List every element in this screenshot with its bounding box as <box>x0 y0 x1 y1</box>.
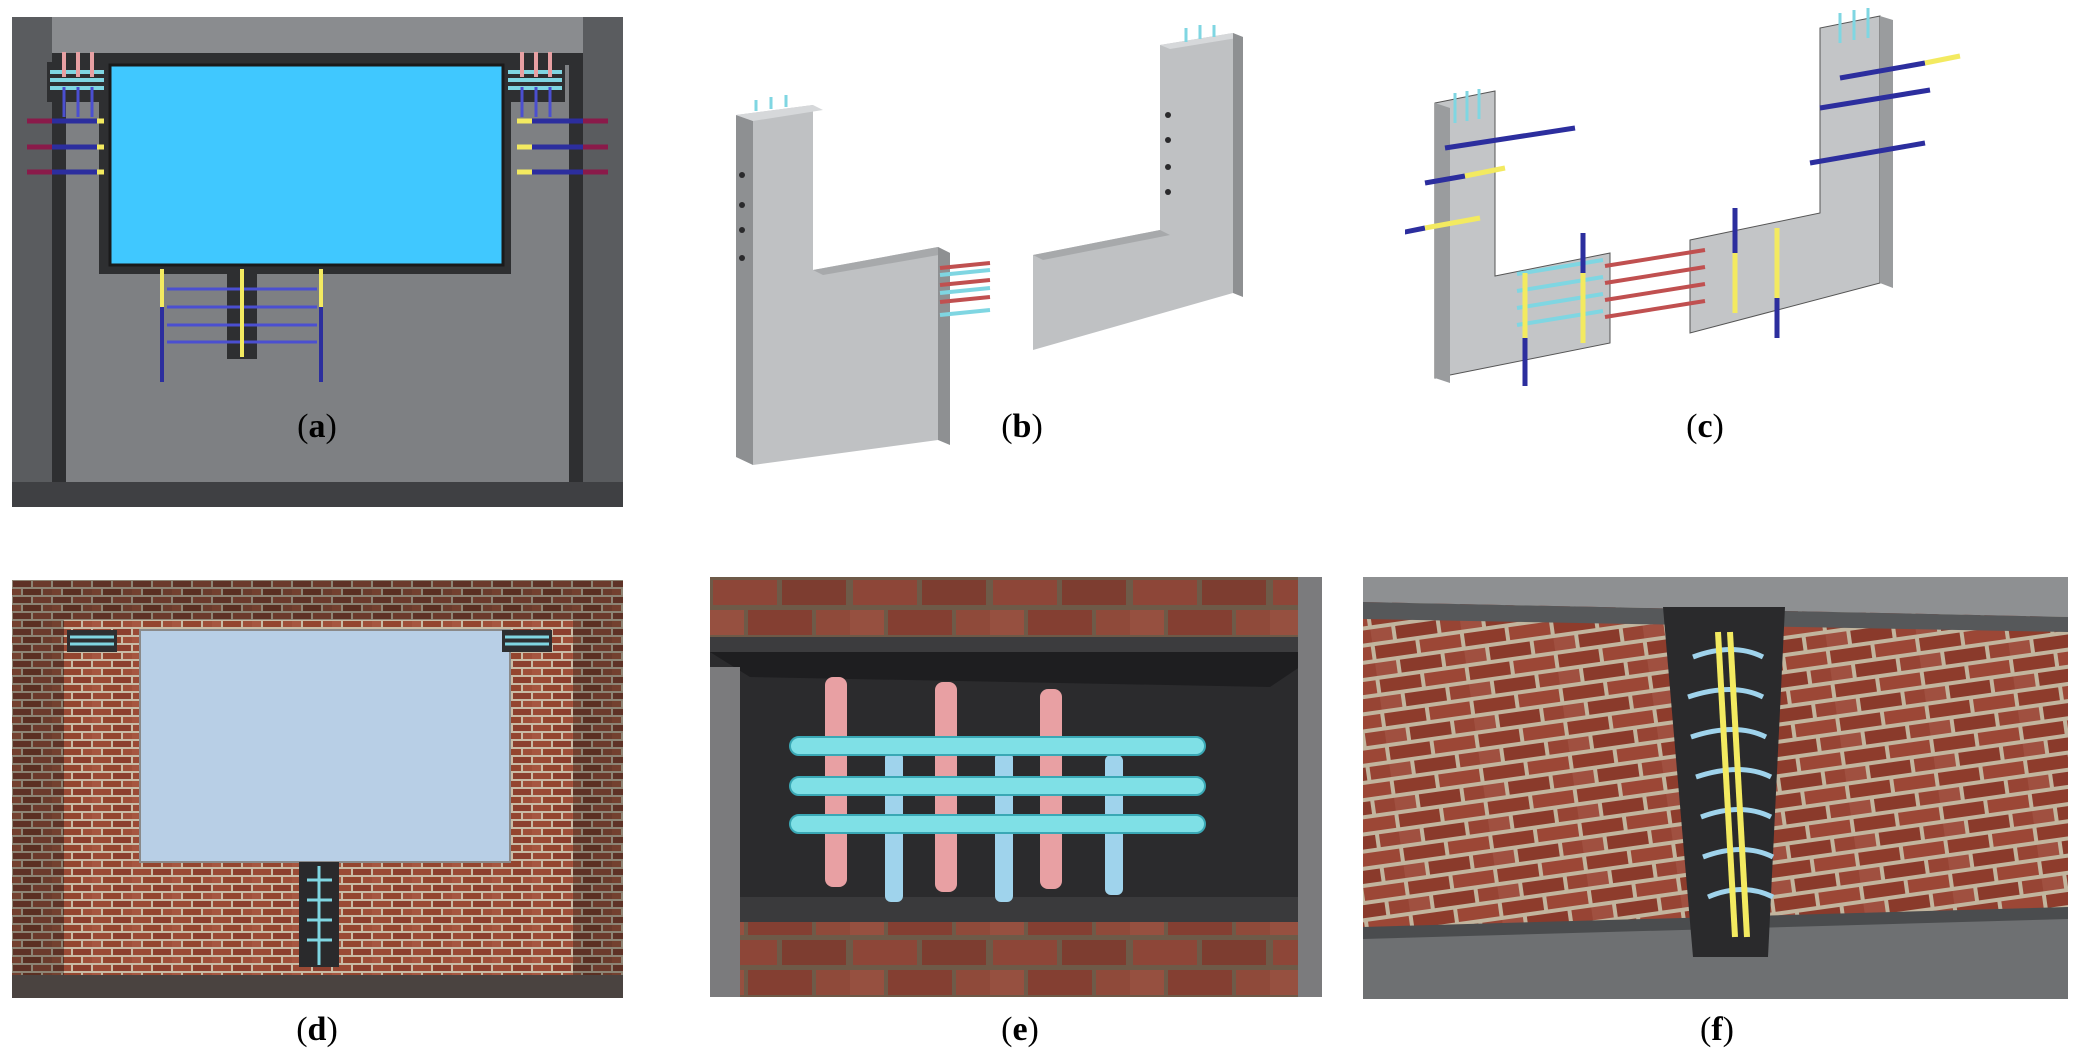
panel-c <box>1405 8 2025 388</box>
panel-a <box>12 17 623 507</box>
caption-d: (d) <box>296 1011 338 1048</box>
panel-e <box>710 577 1322 997</box>
panel-a-drawing <box>12 17 623 507</box>
panel-d-drawing <box>12 580 623 998</box>
caption-f: (f) <box>1700 1011 1734 1048</box>
panel-c-drawing <box>1405 8 1961 386</box>
panel-e-drawing <box>710 577 1322 997</box>
caption-c: (c) <box>1686 408 1724 445</box>
panel-f-drawing <box>1363 577 2068 999</box>
caption-b: (b) <box>1001 408 1043 445</box>
caption-a: (a) <box>297 408 337 445</box>
panel-f <box>1363 577 2068 999</box>
panel-b-drawing <box>736 25 1243 465</box>
panel-d <box>12 580 623 998</box>
panel-b <box>728 25 1312 515</box>
caption-e: (e) <box>1001 1011 1039 1048</box>
